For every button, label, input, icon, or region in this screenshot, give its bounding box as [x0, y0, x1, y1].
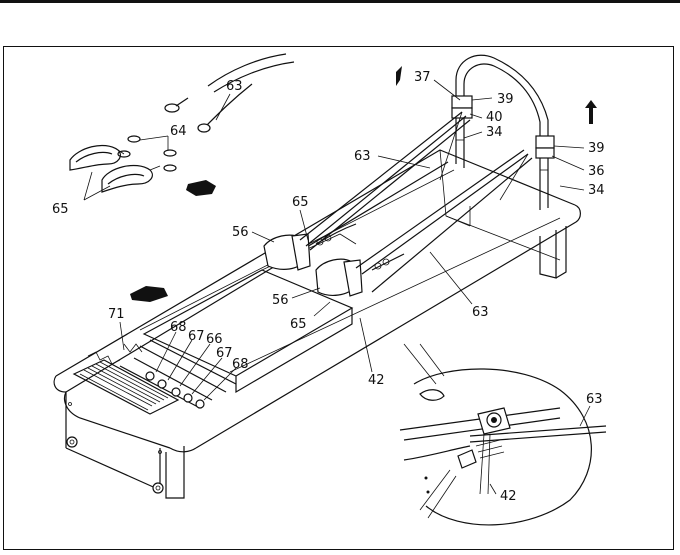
callout-40: 40 — [486, 110, 503, 125]
callout-labels: 37 39 40 34 63 63 64 39 36 34 65 65 56 5… — [52, 70, 605, 504]
callout-67: 67 — [188, 329, 205, 344]
upright-bar — [451, 54, 555, 210]
callout-65: 65 — [290, 317, 307, 332]
callout-65: 65 — [52, 202, 69, 217]
callout-67: 67 — [216, 346, 233, 361]
callout-39: 39 — [588, 141, 605, 156]
callout-71: 71 — [108, 307, 125, 322]
callout-56: 56 — [232, 225, 249, 240]
ink-blob — [186, 180, 216, 196]
callout-56: 56 — [272, 293, 289, 308]
diagram-frame — [3, 46, 674, 550]
loose-cable-assembly — [164, 53, 295, 133]
up-arrow-icon — [585, 100, 597, 124]
callout-66: 66 — [206, 332, 223, 347]
leader-lines — [83, 79, 591, 495]
callout-42: 42 — [368, 373, 385, 388]
carriage — [142, 233, 363, 394]
clips-and-straps — [69, 135, 177, 193]
callout-68: 68 — [232, 357, 249, 372]
reformer-frame — [53, 149, 581, 499]
top-rule — [0, 0, 680, 3]
rope-cables — [299, 111, 533, 293]
callout-68: 68 — [170, 320, 187, 335]
callout-42: 42 — [500, 489, 517, 504]
callout-63: 63 — [226, 79, 243, 94]
callout-39: 39 — [497, 92, 514, 107]
callout-37: 37 — [414, 70, 431, 85]
callout-34: 34 — [588, 183, 605, 198]
callout-63: 63 — [354, 149, 371, 164]
callout-63: 63 — [472, 305, 489, 320]
callout-64: 64 — [170, 124, 187, 139]
ink-mark — [396, 66, 402, 86]
spring-set — [119, 339, 237, 409]
callout-65: 65 — [292, 195, 309, 210]
callout-34: 34 — [486, 125, 503, 140]
detail-callout — [399, 343, 607, 526]
callout-63: 63 — [586, 392, 603, 407]
ink-blob — [130, 286, 168, 302]
foot-plate — [72, 343, 180, 415]
callout-36: 36 — [588, 164, 605, 179]
